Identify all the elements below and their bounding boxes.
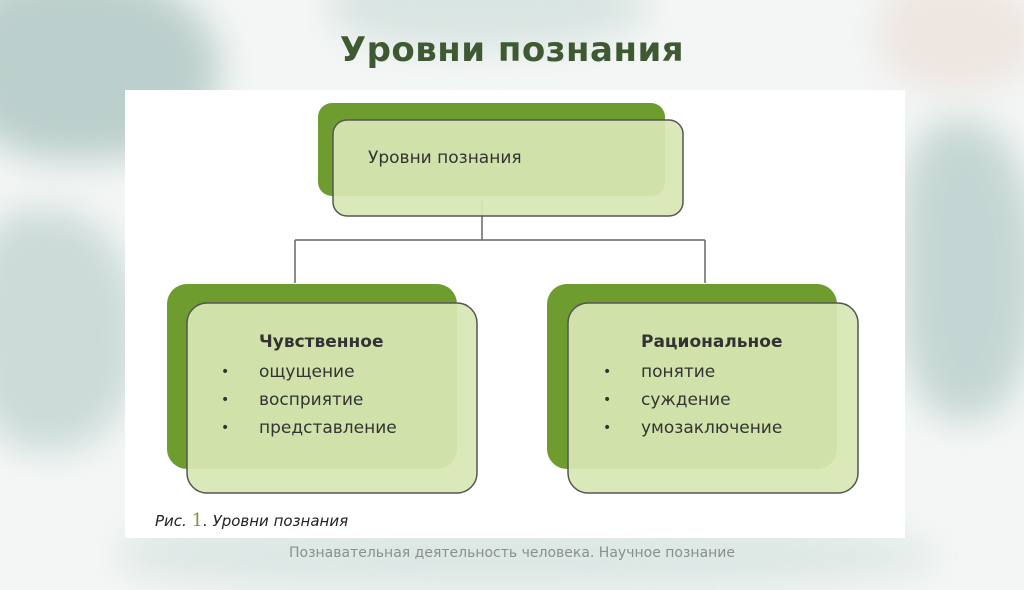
- list-item: •умозаключение: [603, 414, 861, 442]
- diagram-shapes: [167, 103, 859, 494]
- right-node-title: Рациональное: [641, 332, 783, 352]
- slide-footer: Познавательная деятельность человека. На…: [288, 545, 736, 561]
- left-node-title: Чувственное: [259, 332, 384, 352]
- bullet-icon: •: [603, 392, 612, 408]
- bullet-icon: •: [603, 420, 612, 436]
- right-node-content: Рациональное •понятие •суждение •умозакл…: [603, 332, 861, 442]
- watercolor-blob-left: [0, 210, 140, 450]
- figure-panel: Уровни познания Чувственное •ощущение •в…: [125, 90, 905, 538]
- caption-number: 1: [191, 510, 204, 531]
- watercolor-blob-top-right: [880, 0, 1024, 90]
- root-node-label: Уровни познания: [368, 148, 522, 168]
- caption-prefix: Рис.: [155, 512, 192, 530]
- list-item: •ощущение: [221, 358, 479, 386]
- left-node-content: Чувственное •ощущение •восприятие •предс…: [221, 332, 479, 442]
- caption-text: . Уровни познания: [203, 512, 349, 530]
- list-item: •понятие: [603, 358, 861, 386]
- bullet-icon: •: [221, 392, 230, 408]
- watercolor-blob-right: [900, 120, 1024, 420]
- list-item: •представление: [221, 414, 479, 442]
- bullet-icon: •: [221, 364, 230, 380]
- slide-title: Уровни познания: [339, 30, 685, 70]
- right-node-front: [567, 302, 859, 494]
- right-node-list: •понятие •суждение •умозаключение: [603, 358, 861, 442]
- left-node-list: •ощущение •восприятие •представление: [221, 358, 479, 442]
- list-item: •восприятие: [221, 386, 479, 414]
- left-node-front: [186, 302, 478, 494]
- list-item: •суждение: [603, 386, 861, 414]
- figure-caption: Рис. 1. Уровни познания: [155, 510, 348, 531]
- bullet-icon: •: [603, 364, 612, 380]
- root-node-front: [332, 119, 684, 217]
- bullet-icon: •: [221, 420, 230, 436]
